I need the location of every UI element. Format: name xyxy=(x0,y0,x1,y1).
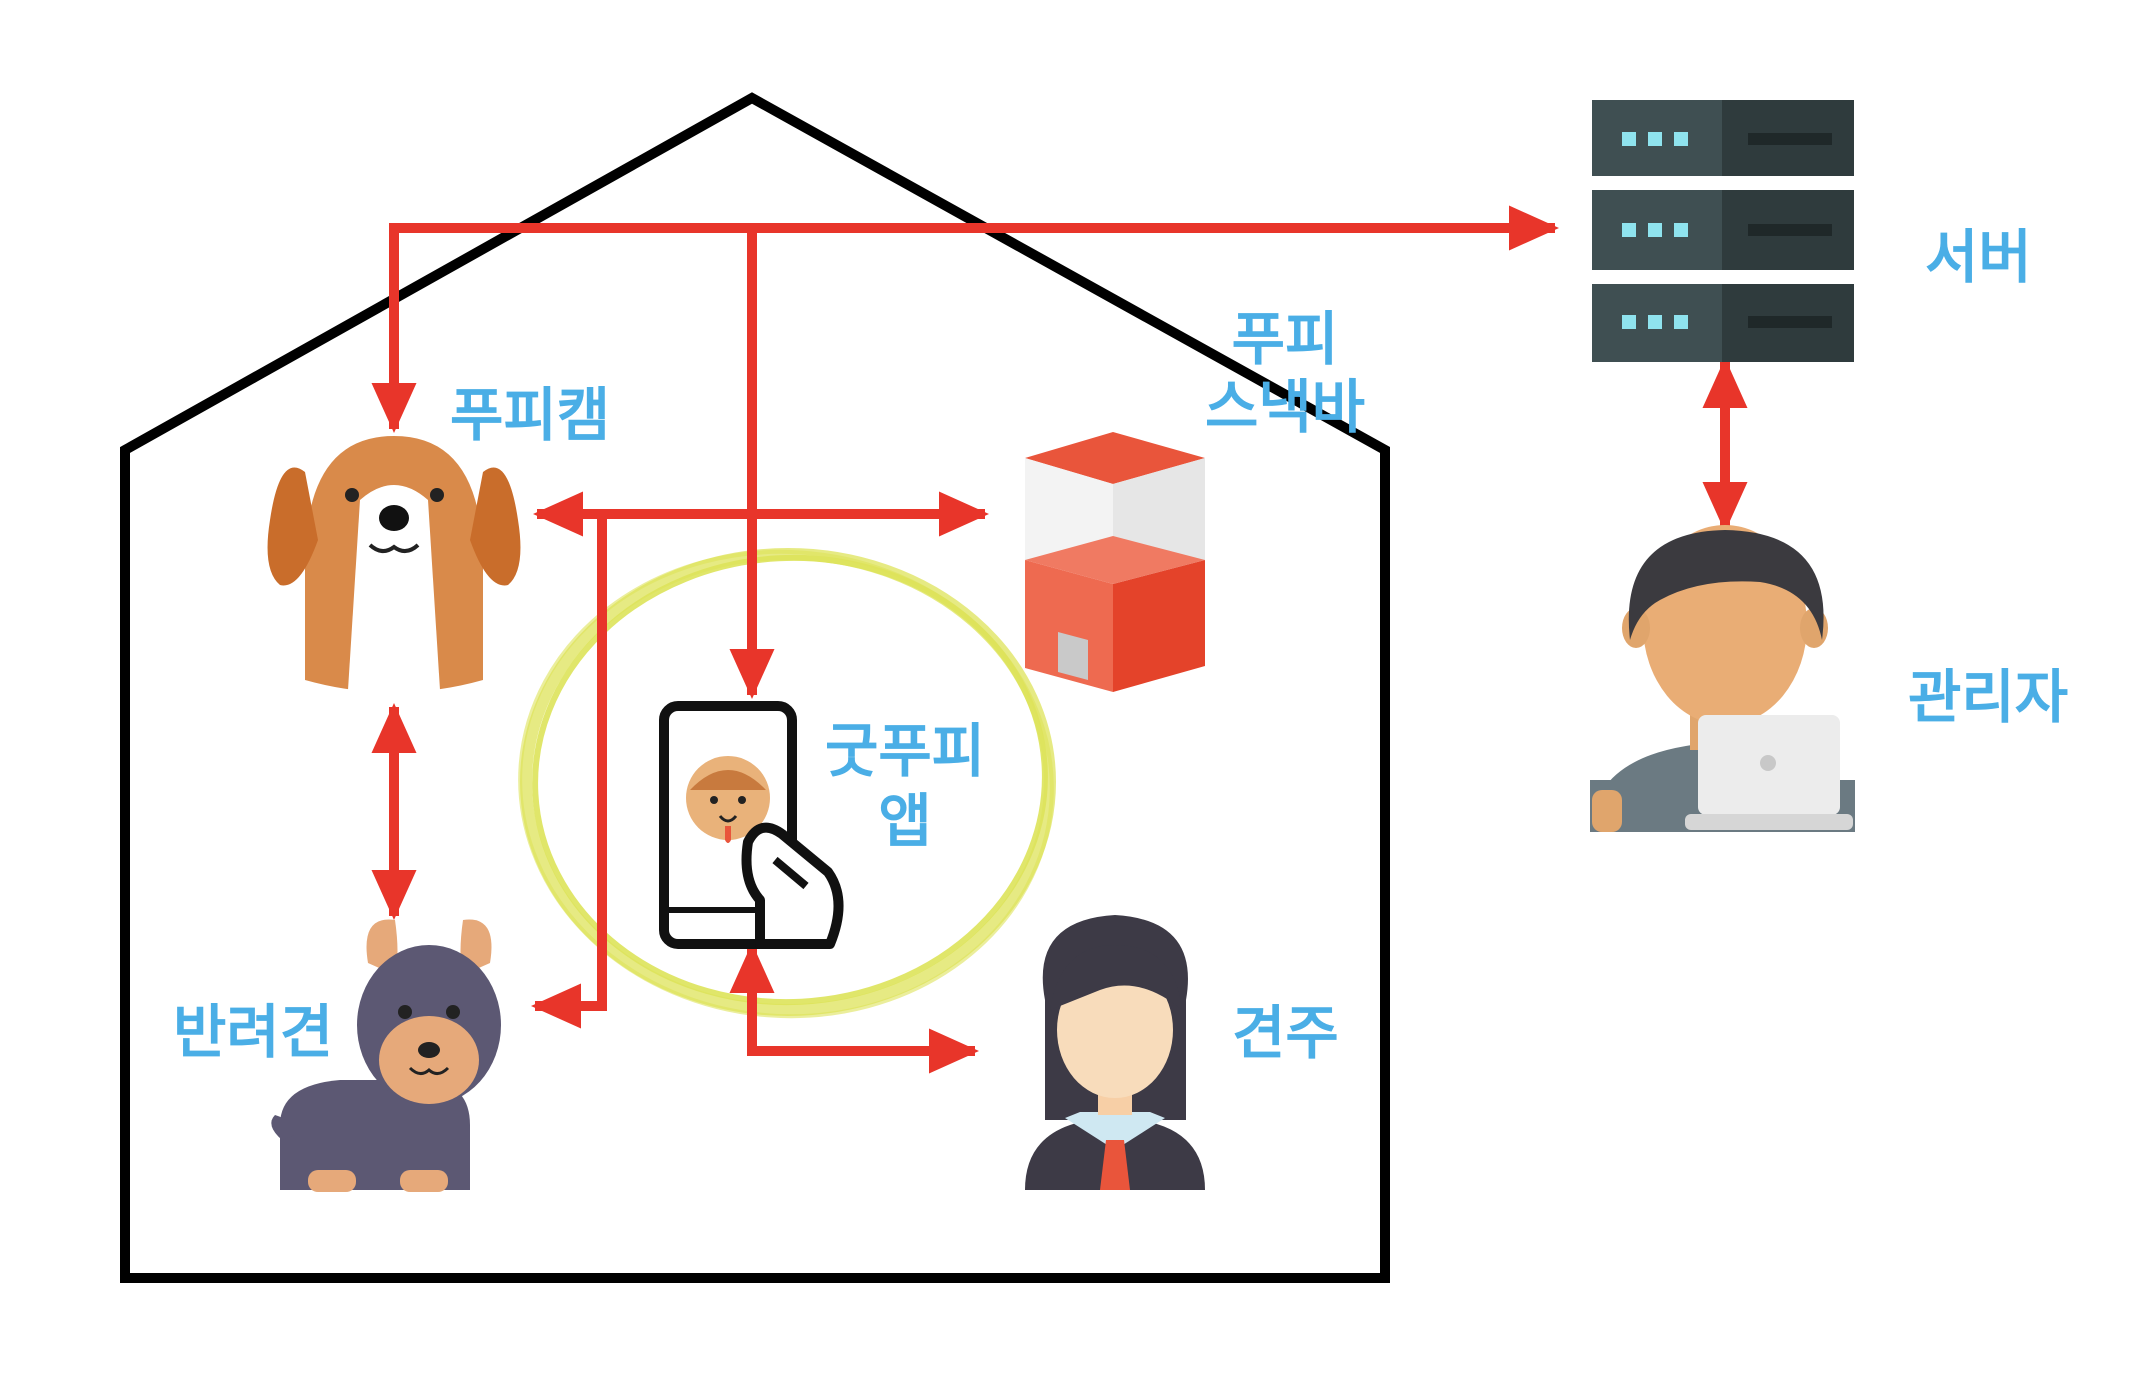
arrow-cam-server xyxy=(371,205,1560,434)
label-companion-dog: 반려견 xyxy=(173,998,334,1066)
label-administrator: 관리자 xyxy=(1908,663,2069,731)
label-server: 서버 xyxy=(1925,223,2032,291)
admin-laptop-icon xyxy=(1590,525,1855,832)
arrow-to-dog xyxy=(530,514,607,1029)
connection-arrows xyxy=(371,205,1748,1074)
puppy-cam-dog-icon xyxy=(267,436,521,698)
label-snackbar-line1: 푸피 xyxy=(1231,305,1339,373)
snack-dispenser-icon xyxy=(1025,432,1205,692)
arrow-app-owner xyxy=(729,942,980,1074)
server-rack-icon xyxy=(1592,100,1854,362)
label-app-line2: 앱 xyxy=(878,787,932,855)
label-app-line1: 굿푸피 xyxy=(824,717,986,785)
doberman-dog-icon xyxy=(271,919,501,1192)
owner-woman-icon xyxy=(1025,915,1205,1190)
label-puppy-cam: 푸피캠 xyxy=(450,381,611,449)
phone-app-icon xyxy=(659,701,844,949)
label-snackbar-line2: 스낵바 xyxy=(1204,373,1366,441)
label-dog-owner: 견주 xyxy=(1232,999,1339,1067)
house-outline xyxy=(120,92,1390,1283)
